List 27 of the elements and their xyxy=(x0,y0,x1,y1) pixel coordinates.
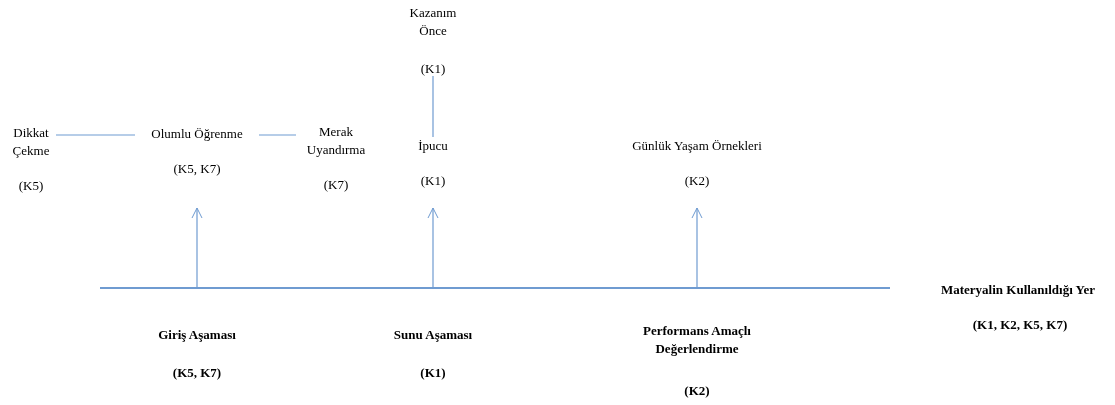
arrow xyxy=(191,207,203,288)
stage-label: (K1, K2, K5, K7) xyxy=(971,316,1069,334)
code-label: (K5, K7) xyxy=(173,160,221,178)
node-title: Olumlu Öğrenme xyxy=(151,125,243,143)
code-label: (K1) xyxy=(420,172,446,190)
node-title: Kazanım Önce xyxy=(408,4,458,40)
node-title: Günlük Yaşam Örnekleri xyxy=(632,137,762,155)
connector-line xyxy=(432,75,434,138)
node-title: Merak Uyandırma xyxy=(305,123,367,159)
connector-line xyxy=(258,134,297,136)
stage-label: (K1) xyxy=(419,364,447,382)
stage-label: Giriş Aşaması xyxy=(157,326,237,344)
code-label: (K1) xyxy=(420,60,446,78)
code-label: (K7) xyxy=(323,176,349,194)
arrow xyxy=(691,207,703,288)
code-label: (K5) xyxy=(18,177,44,195)
stage-label: Sunu Aşaması xyxy=(392,326,474,344)
timeline-bar xyxy=(100,287,890,289)
arrow xyxy=(427,207,439,288)
connector-line xyxy=(55,134,136,136)
stage-label: (K5, K7) xyxy=(171,364,223,382)
code-label: (K2) xyxy=(684,172,710,190)
stage-label: Materyalin Kullanıldığı Yer xyxy=(939,281,1097,299)
stage-label: Performans Amaçlı Değerlendirme xyxy=(642,322,752,358)
node-title: Dikkat Çekme xyxy=(11,124,51,160)
node-title: İpucu xyxy=(418,137,448,155)
stage-label: (K2) xyxy=(683,382,711,400)
